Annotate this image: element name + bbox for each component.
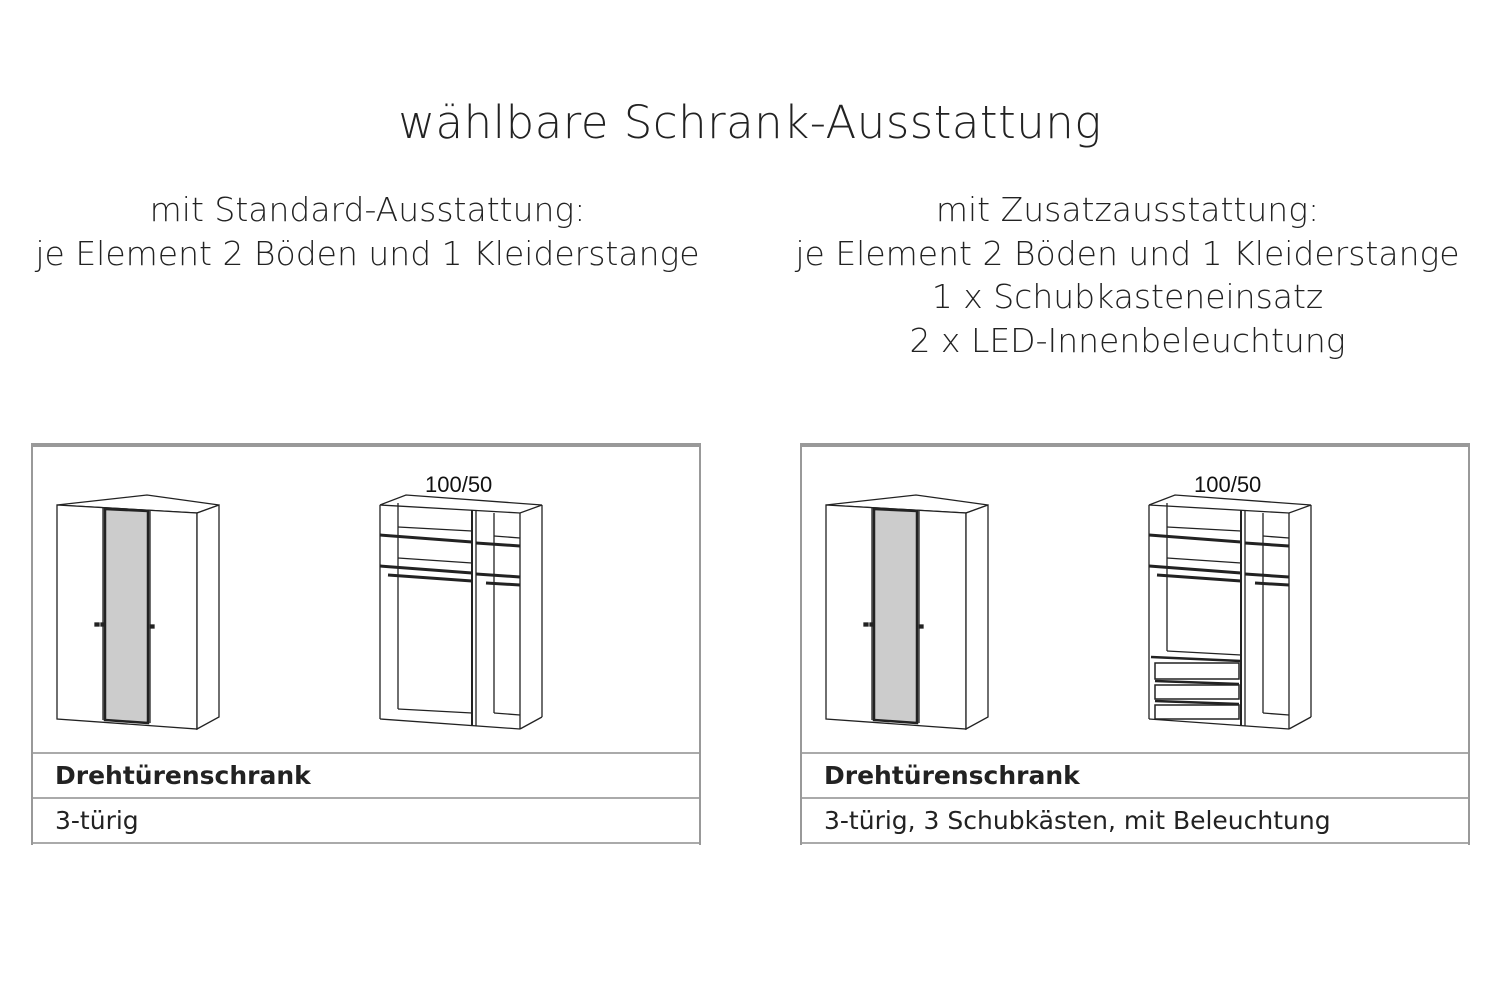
- divider: [31, 443, 701, 447]
- closed-wardrobe-drawing: [825, 494, 989, 731]
- heading-line: 2 x LED-Innenbeleuchtung: [909, 320, 1346, 360]
- heading-line: 1 x Schubkasteneinsatz: [931, 277, 1324, 316]
- page-title: wählbare Schrank-Ausstattung: [398, 96, 1102, 149]
- interior-layout-drawing: [379, 494, 543, 730]
- product-name: Drehtürenschrank: [802, 752, 1468, 797]
- product-name: Drehtürenschrank: [33, 752, 699, 797]
- product-variant: 3-türig, 3 Schubkästen, mit Beleuchtung: [802, 797, 1468, 844]
- standard-equipment-heading: mit Standard-Ausstattung: je Element 2 B…: [20, 188, 715, 275]
- closed-wardrobe-drawing: [56, 494, 220, 731]
- product-variant: 3-türig: [33, 797, 699, 844]
- divider: [800, 443, 1470, 447]
- extra-equipment-heading: mit Zusatzausstattung: je Element 2 Böde…: [780, 188, 1475, 362]
- dimension-label: 100/50: [425, 472, 493, 497]
- heading-line: mit Standard-Ausstattung:: [149, 190, 586, 229]
- dimension-label: 100/50: [1194, 472, 1262, 497]
- heading-line: je Element 2 Böden und 1 Kleiderstange: [795, 233, 1460, 273]
- interior-layout-with-drawers-drawing: [1148, 494, 1312, 730]
- heading-line: mit Zusatzausstattung:: [935, 190, 1320, 229]
- heading-line: je Element 2 Böden und 1 Kleiderstange: [35, 233, 700, 273]
- standard-wardrobe-card: 100/50 Drehtürenschrank 3-türig: [31, 443, 701, 845]
- extra-wardrobe-card: 100/50 Drehtürenschrank 3-türig, 3 Schub…: [800, 443, 1470, 845]
